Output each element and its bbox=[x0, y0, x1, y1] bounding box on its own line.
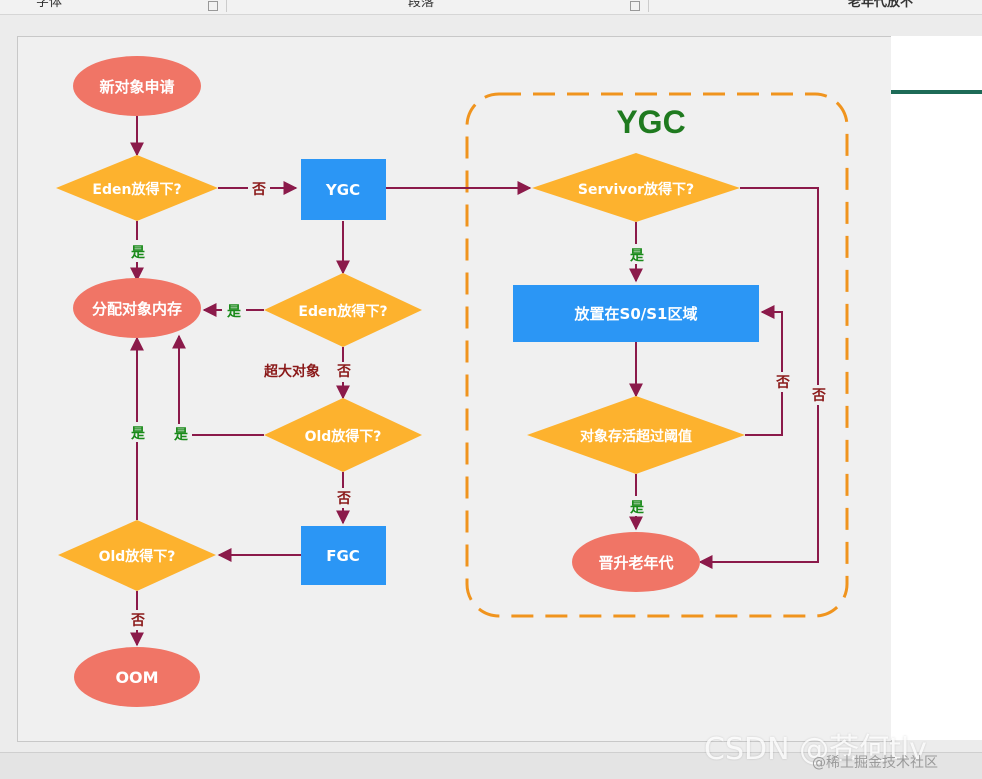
node-eden-fit-2-label: Eden放得下? bbox=[298, 303, 387, 320]
slide-canvas[interactable] bbox=[17, 36, 892, 742]
node-new-object-label: 新对象申请 bbox=[99, 78, 174, 96]
panel-accent-rule bbox=[891, 90, 982, 94]
label-no-age-to-place: 否 bbox=[775, 375, 790, 391]
node-promote-old[interactable] bbox=[572, 532, 700, 592]
csdn-watermark: CSDN @苍何tlv bbox=[704, 732, 927, 767]
ribbon-separator bbox=[648, 0, 649, 12]
ribbon-group-font: 字体 bbox=[36, 0, 63, 10]
paragraph-dialog-launcher-icon[interactable] bbox=[630, 1, 640, 11]
node-new-object[interactable] bbox=[73, 56, 201, 116]
juejin-watermark: @稀土掘金技术社区 bbox=[812, 755, 938, 771]
ribbon-group-right: 老年代放不 bbox=[848, 0, 914, 10]
node-fgc-label: FGC bbox=[326, 547, 360, 565]
node-old-fit-2-label: Old放得下? bbox=[99, 548, 176, 565]
node-promote-old-label: 晋升老年代 bbox=[598, 554, 673, 572]
label-yes-survivor-to-place: 是 bbox=[630, 248, 645, 264]
ribbon-group-paragraph: 段落 bbox=[408, 0, 435, 10]
node-age-threshold-label: 对象存活超过阈值 bbox=[580, 428, 692, 445]
node-ygc-label: YGC bbox=[325, 181, 360, 199]
label-no-old1-to-fgc: 否 bbox=[336, 491, 351, 507]
node-old-fit-2[interactable] bbox=[58, 520, 216, 591]
ribbon-separator bbox=[226, 0, 227, 12]
label-yes-old1-to-allocate: 是 bbox=[174, 427, 189, 443]
node-survivor-fit[interactable] bbox=[532, 153, 740, 222]
font-dialog-launcher-icon[interactable] bbox=[208, 1, 218, 11]
node-place-s0s1[interactable] bbox=[513, 285, 759, 342]
arrow-survivor-to-promote bbox=[698, 187, 819, 569]
label-yes-age-to-promote: 是 bbox=[630, 500, 645, 516]
node-allocate-memory[interactable] bbox=[73, 278, 201, 338]
edge-labels: 否 是 是 超大对象 否 是 是 否 否 是 否 否 是 bbox=[126, 178, 830, 630]
ygc-region bbox=[465, 92, 849, 618]
node-place-s0s1-label: 放置在S0/S1区域 bbox=[574, 305, 698, 323]
label-yes-eden2-to-allocate: 是 bbox=[227, 304, 242, 320]
node-old-fit-1[interactable] bbox=[264, 398, 422, 472]
label-no-old2-to-oom: 否 bbox=[130, 613, 145, 629]
label-yes-old2-to-allocate: 是 bbox=[131, 426, 146, 442]
node-old-fit-1-label: Old放得下? bbox=[305, 428, 382, 445]
node-eden-fit-2[interactable] bbox=[264, 273, 422, 347]
label-no-survivor-to-promote: 否 bbox=[811, 388, 826, 404]
label-no-eden2-to-old1: 否 bbox=[336, 364, 351, 380]
node-allocate-memory-label: 分配对象内存 bbox=[92, 300, 182, 318]
label-yes-eden-to-allocate: 是 bbox=[131, 245, 146, 261]
node-oom[interactable] bbox=[74, 647, 200, 707]
status-bar bbox=[0, 752, 982, 779]
node-survivor-fit-label: Servivor放得下? bbox=[578, 181, 694, 198]
node-fgc[interactable] bbox=[301, 526, 386, 585]
ygc-region-title: YGC bbox=[616, 104, 685, 140]
arrow-old1-to-allocate bbox=[172, 334, 264, 436]
right-panel bbox=[891, 36, 982, 740]
label-no-eden-to-ygc: 否 bbox=[251, 182, 266, 198]
ribbon-strip: 字体 段落 老年代放不 bbox=[0, 0, 982, 15]
node-ygc[interactable] bbox=[301, 159, 386, 220]
node-age-threshold[interactable] bbox=[527, 396, 745, 474]
node-eden-fit-1-label: Eden放得下? bbox=[92, 181, 181, 198]
node-oom-label: OOM bbox=[115, 668, 158, 687]
node-eden-fit-1[interactable] bbox=[56, 155, 218, 221]
label-oversize-object: 超大对象 bbox=[263, 363, 320, 380]
